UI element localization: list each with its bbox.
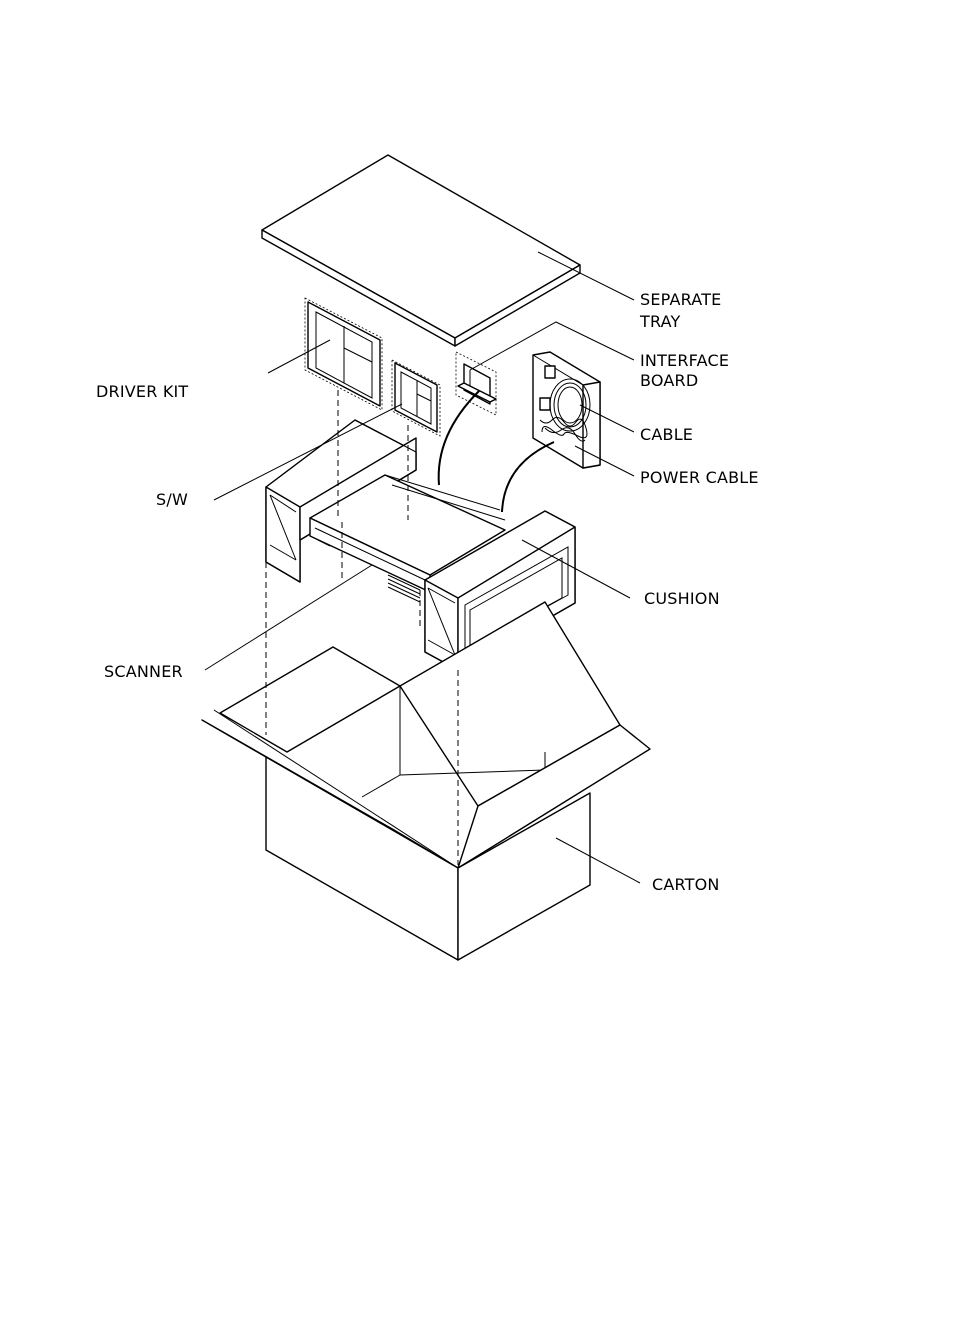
label-cushion: CUSHION — [644, 589, 720, 608]
label-interface-board-line2: BOARD — [640, 371, 698, 390]
label-scanner: SCANNER — [104, 662, 183, 681]
software-package — [391, 359, 441, 437]
alignment-lines — [265, 390, 459, 865]
label-power-cable: POWER CABLE — [640, 468, 759, 487]
separate-tray — [261, 154, 581, 347]
label-carton: CARTON — [652, 875, 720, 894]
label-cable: CABLE — [640, 425, 693, 444]
label-driver-kit: DRIVER KIT — [96, 382, 188, 401]
carton-box — [201, 601, 651, 961]
label-sw: S/W — [156, 490, 188, 509]
label-separate-tray-line2: TRAY — [639, 312, 681, 331]
interface-board — [455, 351, 497, 416]
leader-lines — [204, 251, 641, 884]
label-interface-board-line1: INTERFACE — [640, 351, 729, 370]
label-separate-tray-line1: SEPARATE — [640, 290, 722, 309]
cushion-right — [424, 510, 576, 671]
hanging-cables — [437, 390, 555, 513]
cable-box — [532, 351, 601, 469]
scanner-unit — [309, 474, 506, 603]
labels: SEPARATE TRAY INTERFACE BOARD CABLE POWE… — [96, 290, 759, 894]
driver-kit — [304, 297, 383, 411]
